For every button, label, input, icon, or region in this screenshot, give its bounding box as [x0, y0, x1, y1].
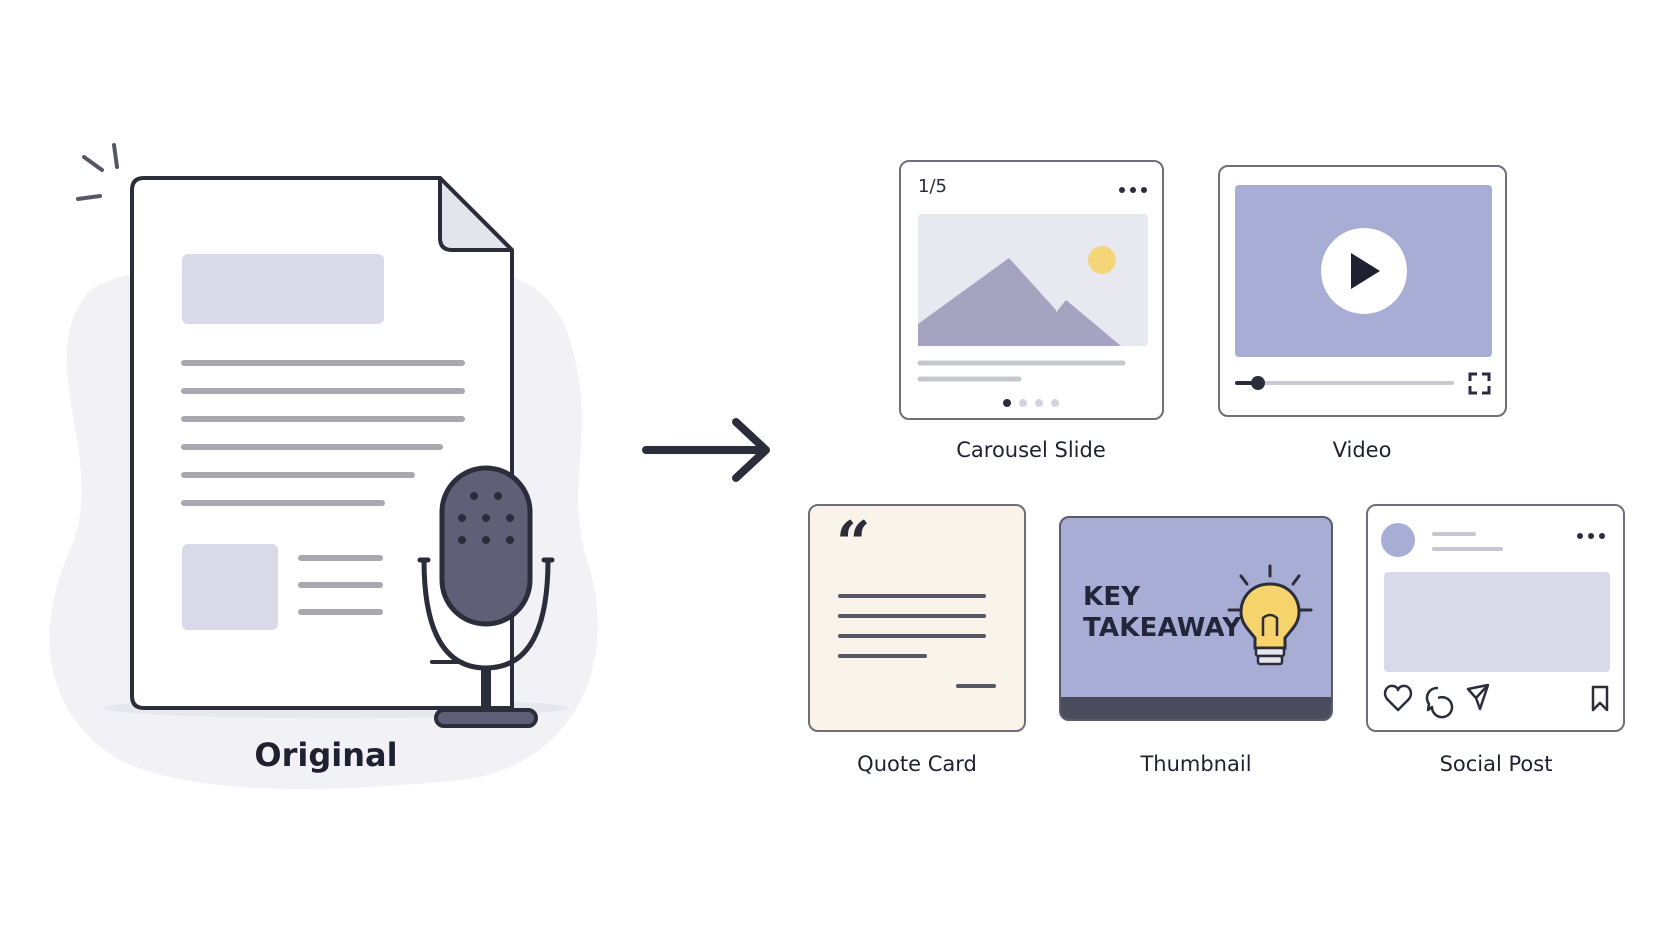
- quote-card: “: [808, 504, 1026, 732]
- thumbnail-label: Thumbnail: [1140, 752, 1252, 776]
- thumbnail-title: KEY TAKEAWAY: [1083, 582, 1242, 643]
- slide-counter: 1/5: [918, 176, 947, 197]
- landscape-image-icon: [918, 214, 1148, 346]
- caption-lines: [917, 360, 1126, 382]
- pagination-dots: [1003, 399, 1059, 407]
- social-post-label: Social Post: [1439, 752, 1553, 776]
- carousel-slide-label: Carousel Slide: [956, 438, 1106, 462]
- bookmark-icon: [1591, 685, 1609, 712]
- heart-icon: [1383, 684, 1413, 712]
- original-label: Original: [254, 736, 398, 774]
- arrow-icon: [642, 418, 770, 482]
- more-options-icon: [1119, 187, 1147, 193]
- microphone-icon: [417, 465, 555, 728]
- video-label: Video: [1332, 438, 1392, 462]
- fullscreen-icon: [1468, 372, 1491, 395]
- thumbnail-card: KEY TAKEAWAY: [1059, 516, 1333, 721]
- play-icon: [1321, 228, 1407, 314]
- folded-corner: [438, 176, 514, 252]
- video-card: [1218, 165, 1507, 417]
- caption-lines: [298, 555, 383, 615]
- carousel-slide-card: 1/5: [899, 160, 1164, 420]
- more-options-icon: [1577, 533, 1605, 539]
- sparkle-icon: [76, 143, 119, 201]
- share-icon: [1466, 683, 1490, 711]
- lightbulb-icon: [1227, 564, 1313, 666]
- quote-text-lines: [838, 594, 996, 688]
- author-lines: [1432, 532, 1503, 551]
- post-image: [1384, 572, 1610, 672]
- social-post-card: [1366, 504, 1625, 732]
- avatar: [1381, 523, 1415, 557]
- quote-mark-icon: “: [836, 509, 871, 579]
- quote-card-label: Quote Card: [857, 752, 977, 776]
- thumbnail-bottom-bar: [1061, 697, 1331, 719]
- comment-icon: [1425, 686, 1454, 719]
- progress-bar: [1235, 376, 1454, 390]
- image-block: [182, 544, 278, 630]
- text-lines: [181, 360, 465, 506]
- original-illustration: [49, 143, 598, 789]
- title-block: [182, 254, 384, 324]
